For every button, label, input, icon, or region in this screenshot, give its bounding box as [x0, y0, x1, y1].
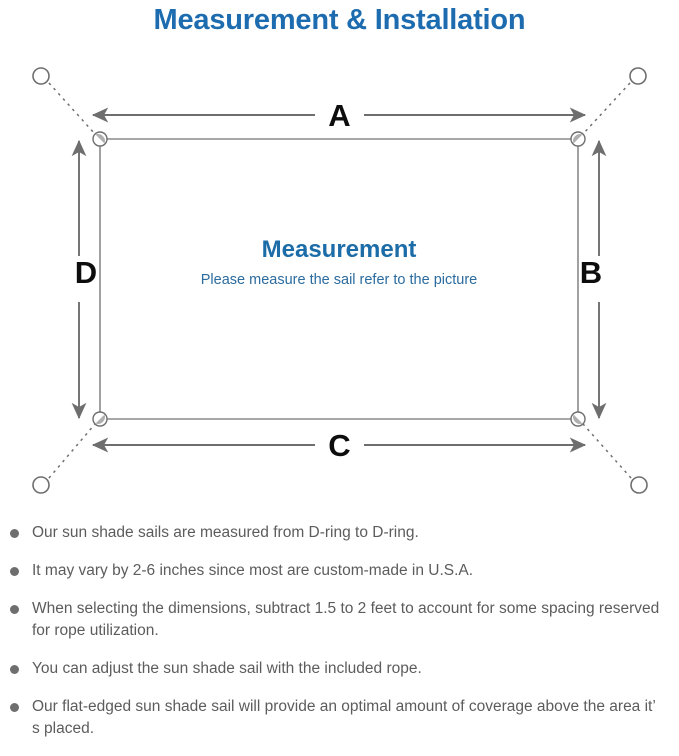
dimension-label-b: B — [579, 255, 603, 290]
notes-list: Our sun shade sails are measured from D-… — [0, 522, 679, 756]
measurement-subheading: Please measure the sail refer to the pic… — [200, 272, 478, 288]
diagram-svg — [32, 67, 648, 494]
dimension-label-c: C — [328, 428, 351, 463]
rope-lines — [48, 82, 632, 479]
d-ring-top-right — [570, 131, 586, 147]
list-item-text: Our flat-edged sun shade sail will provi… — [32, 698, 656, 737]
dimension-label-d: D — [74, 255, 98, 290]
sail-outline — [99, 138, 579, 420]
anchor-circles — [32, 67, 648, 494]
list-item: Our flat-edged sun shade sail will provi… — [0, 696, 679, 740]
bullet-icon — [10, 529, 19, 538]
bullet-icon — [10, 567, 19, 576]
list-item: It may vary by 2-6 inches since most are… — [0, 560, 679, 582]
anchor-top-right — [629, 67, 647, 85]
measurement-center-label: Measurement Please measure the sail refe… — [100, 234, 578, 292]
list-item-text: Our sun shade sails are measured from D-… — [32, 524, 419, 541]
bullet-icon — [10, 605, 19, 614]
list-item: When selecting the dimensions, subtract … — [0, 598, 679, 642]
sun-shade-sail-measurement-diagram: A C B D Measurement Please measure the s… — [0, 44, 679, 514]
d-ring-bottom-right — [570, 411, 586, 427]
bullet-icon — [10, 703, 19, 712]
list-item-text: It may vary by 2-6 inches since most are… — [32, 562, 474, 579]
anchor-bottom-left — [32, 476, 50, 494]
measurement-heading: Measurement — [261, 236, 417, 263]
page-title: Measurement & Installation — [153, 4, 526, 36]
list-item: Our sun shade sails are measured from D-… — [0, 522, 679, 544]
anchor-top-left — [32, 67, 50, 85]
d-ring-top-left — [92, 131, 108, 147]
d-ring-bottom-left — [92, 411, 108, 427]
dimension-label-a: A — [328, 98, 351, 133]
list-item: You can adjust the sun shade sail with t… — [0, 658, 679, 680]
list-item-text: When selecting the dimensions, subtract … — [32, 600, 660, 639]
bullet-icon — [10, 665, 19, 674]
anchor-bottom-right — [630, 476, 648, 494]
list-item-text: You can adjust the sun shade sail with t… — [32, 660, 422, 677]
